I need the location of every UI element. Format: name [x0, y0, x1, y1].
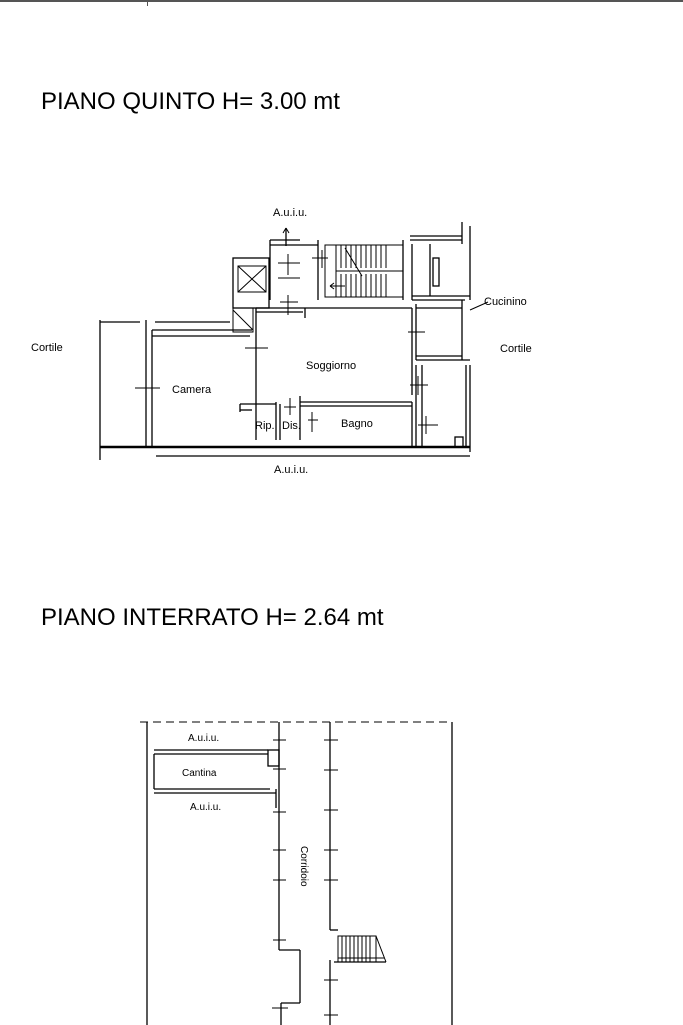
floor5-label-dis: Dis. [282, 420, 301, 432]
page-top-border [0, 0, 683, 2]
floor5-label-camera: Camera [172, 384, 212, 396]
floor5-plan: A.u.i.u. Cucinino Cortile Cortile Soggio… [31, 207, 532, 476]
floor5-label-rip: Rip. [255, 420, 275, 432]
basement-stair-steps [334, 935, 387, 963]
floor5-stair-steps [329, 245, 403, 297]
basement-label-cantina: Cantina [182, 768, 217, 779]
floor5-title: PIANO QUINTO H= 3.00 mt [41, 88, 340, 115]
floor5-walls [99, 222, 471, 460]
floor5-label-aui-bottom: A.u.i.u. [274, 464, 308, 476]
floor5-label-cortile-right: Cortile [500, 343, 532, 355]
floor5-openings [135, 227, 489, 434]
page-top-border-tick [147, 0, 148, 6]
basement-openings [272, 739, 338, 1016]
basement-label-aui-bottom: A.u.i.u. [190, 802, 221, 813]
floor5-label-cortile-left: Cortile [31, 342, 63, 354]
basement-walls [140, 721, 453, 1025]
floor5-label-soggiorno: Soggiorno [306, 360, 356, 372]
basement-label-aui-top: A.u.i.u. [188, 733, 219, 744]
floor5-label-cucinino: Cucinino [484, 296, 527, 308]
floor5-label-bagno: Bagno [341, 418, 373, 430]
basement-plan: A.u.i.u. Cantina A.u.i.u. Corridoio [140, 721, 453, 1025]
basement-label-corridoio: Corridoio [298, 846, 309, 887]
floor5-label-aui-top: A.u.i.u. [273, 207, 307, 219]
basement-title: PIANO INTERRATO H= 2.64 mt [41, 604, 384, 631]
